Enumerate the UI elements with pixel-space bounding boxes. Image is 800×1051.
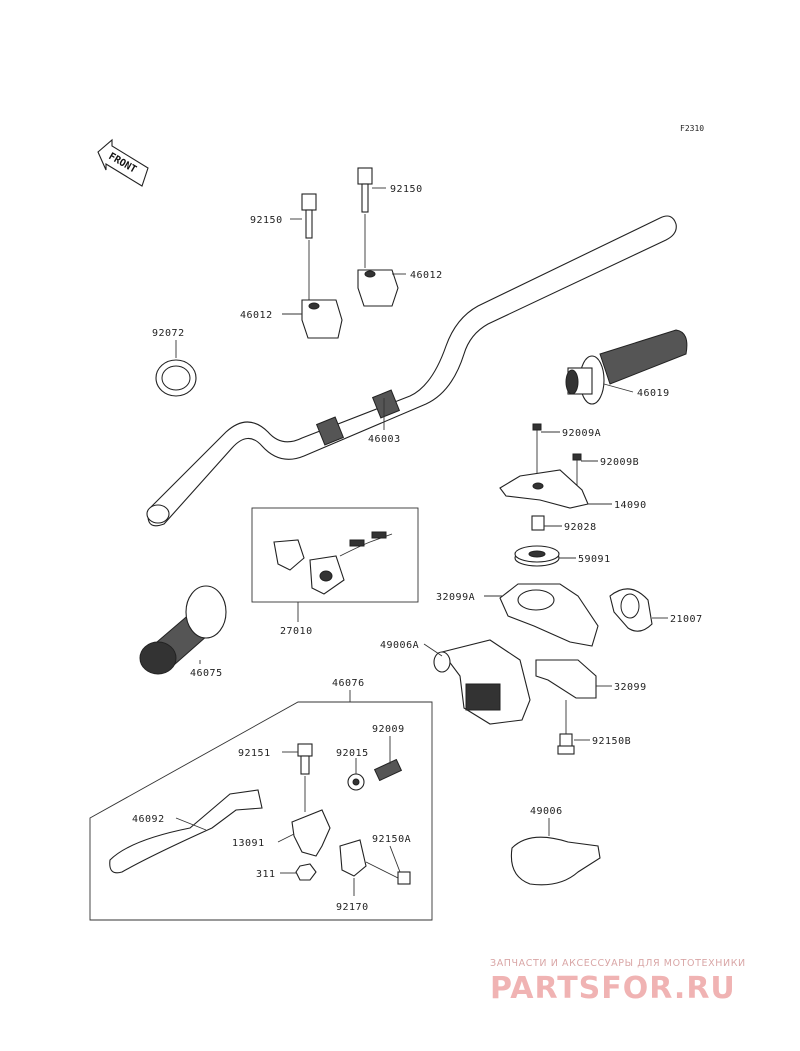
label-46012-left: 46012 xyxy=(240,310,273,321)
throttle-housing-49006A xyxy=(433,639,531,725)
throttle-grip xyxy=(565,329,688,405)
label-92170: 92170 xyxy=(336,902,369,913)
label-49006A: 49006A xyxy=(380,640,419,651)
label-46012-right: 46012 xyxy=(410,270,443,281)
label-92009: 92009 xyxy=(372,724,405,735)
label-92015: 92015 xyxy=(336,748,369,759)
front-arrow-icon: FRONT xyxy=(97,138,149,187)
label-27010: 27010 xyxy=(280,626,313,637)
label-49006: 49006 xyxy=(530,806,563,817)
label-32099: 32099 xyxy=(614,682,647,693)
throttle-plate-assembly xyxy=(499,423,589,531)
left-grip xyxy=(139,585,227,675)
label-92009B: 92009B xyxy=(600,457,639,468)
label-92028: 92028 xyxy=(564,522,597,533)
label-92072: 92072 xyxy=(152,328,185,339)
label-92150B: 92150B xyxy=(592,736,631,747)
label-92150-left: 92150 xyxy=(250,215,283,226)
label-46003: 46003 xyxy=(368,434,401,445)
label-46076: 46076 xyxy=(332,678,365,689)
label-13091: 13091 xyxy=(232,838,265,849)
pulley-59091 xyxy=(514,545,560,567)
handlebar-clamp-left xyxy=(301,193,343,339)
handlebar xyxy=(146,215,677,527)
label-92151: 92151 xyxy=(238,748,271,759)
label-46019: 46019 xyxy=(637,388,670,399)
label-46075: 46075 xyxy=(190,668,223,679)
cover-49006 xyxy=(510,818,601,886)
clamp-21007 xyxy=(609,588,653,632)
label-14090: 14090 xyxy=(614,500,647,511)
label-21007: 21007 xyxy=(670,614,703,625)
handlebar-clamp-right xyxy=(357,167,399,307)
diagram-ref-code: F2310 xyxy=(680,124,704,133)
label-92009A: 92009A xyxy=(562,428,601,439)
clip-92072 xyxy=(155,340,197,397)
label-59091: 59091 xyxy=(578,554,611,565)
label-311: 311 xyxy=(256,869,276,880)
label-92150-right: 92150 xyxy=(390,184,423,195)
label-92150A: 92150A xyxy=(372,834,411,845)
throttle-case-32099 xyxy=(535,659,597,755)
watermark-tagline: ЗАПЧАСТИ И АКСЕССУАРЫ ДЛЯ МОТОТЕХНИКИ xyxy=(490,958,746,969)
leader-lines xyxy=(175,187,668,896)
label-46092: 46092 xyxy=(132,814,165,825)
switch-box xyxy=(251,507,419,603)
label-32099A: 32099A xyxy=(436,592,475,603)
throttle-case-32099A xyxy=(499,583,599,647)
lever-assembly-box xyxy=(89,690,433,921)
watermark-logo: PARTSFOR.RU xyxy=(490,971,736,1006)
